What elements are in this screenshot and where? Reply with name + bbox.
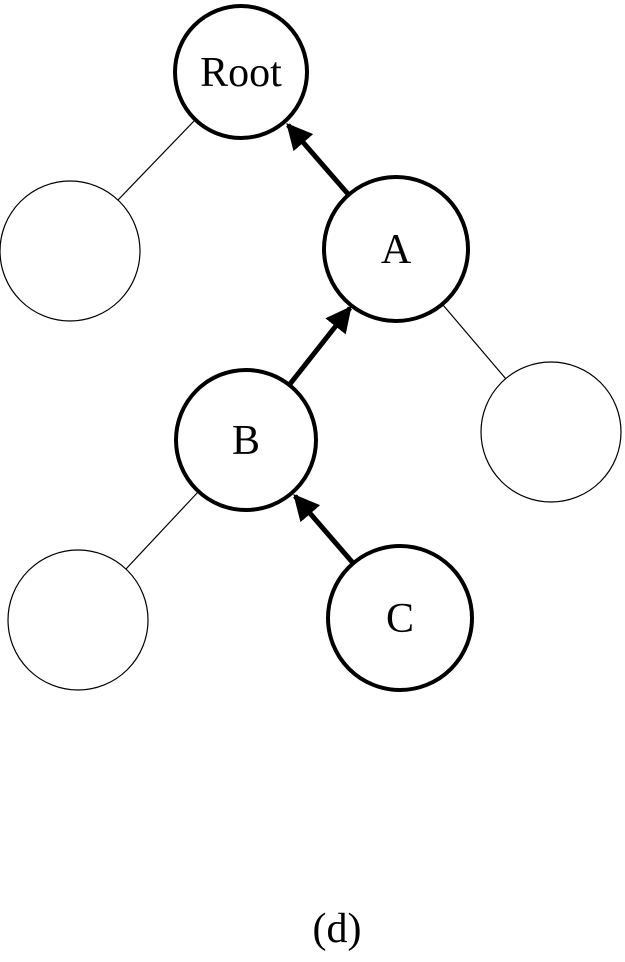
node-c-circle [326, 544, 474, 692]
node-root-label: Root [200, 50, 282, 96]
node-b-label: B [232, 418, 260, 464]
edge-b-to-empty-left [125, 491, 199, 570]
node-root-circle [173, 4, 309, 140]
node-b-circle [174, 368, 318, 512]
node-empty-right-of-a-circle [480, 361, 622, 503]
arrow-b-to-a [288, 305, 352, 386]
arrow-c-to-b [293, 494, 355, 565]
edge-root-to-empty-left [117, 120, 195, 201]
figure-caption: (d) [313, 906, 362, 952]
edge-a-to-empty-right [442, 304, 507, 380]
node-a-circle [322, 175, 470, 323]
node-empty-left-of-root-circle [0, 180, 141, 322]
node-c-label: C [386, 596, 414, 642]
node-a-label: A [381, 227, 412, 273]
arrow-a-to-root [286, 123, 350, 196]
node-empty-left-of-b-circle [7, 549, 149, 691]
